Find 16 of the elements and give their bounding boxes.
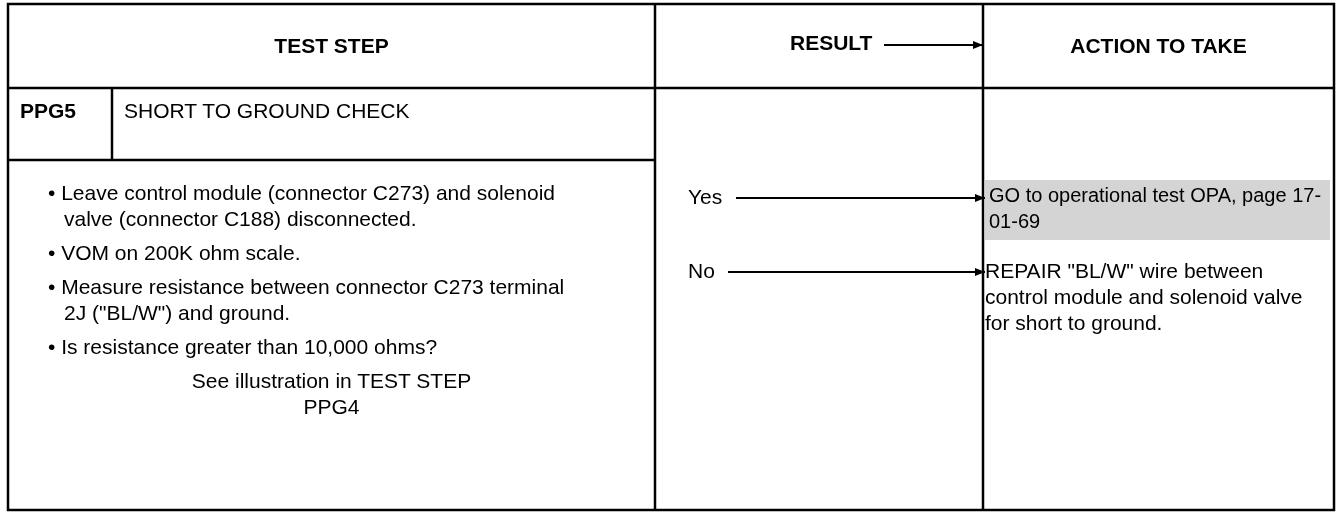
step-id-cell: PPG5: [8, 88, 112, 160]
step-title-cell: SHORT TO GROUND CHECK: [112, 88, 655, 160]
result-text: Yes: [688, 184, 732, 212]
result-text: No: [688, 258, 724, 286]
note-text: See illustration in TEST STEP PPG4: [190, 368, 473, 420]
column-header: ACTION TO TAKE: [983, 4, 1334, 88]
bullet-item: • Leave control module (connector C273) and solenoid valve (connector C188) disconnected.: [48, 180, 556, 232]
bullet-item: • Measure resistance between connector C273 terminal 2J ("BL/W") and ground.: [48, 274, 566, 326]
action-text: GO to operational test OPA, page 17-01-69: [985, 180, 1330, 240]
column-header: RESULT: [790, 30, 880, 60]
arrow: [883, 41, 984, 49]
action-text: REPAIR "BL/W" wire between control module and solenoid valve for short to ground.: [985, 258, 1305, 408]
arrow: [727, 268, 986, 276]
column-header: TEST STEP: [8, 4, 655, 88]
bullet-item: • Is resistance greater than 10,000 ohms?: [48, 334, 439, 360]
bullet-item: • VOM on 200K ohm scale.: [48, 240, 302, 266]
